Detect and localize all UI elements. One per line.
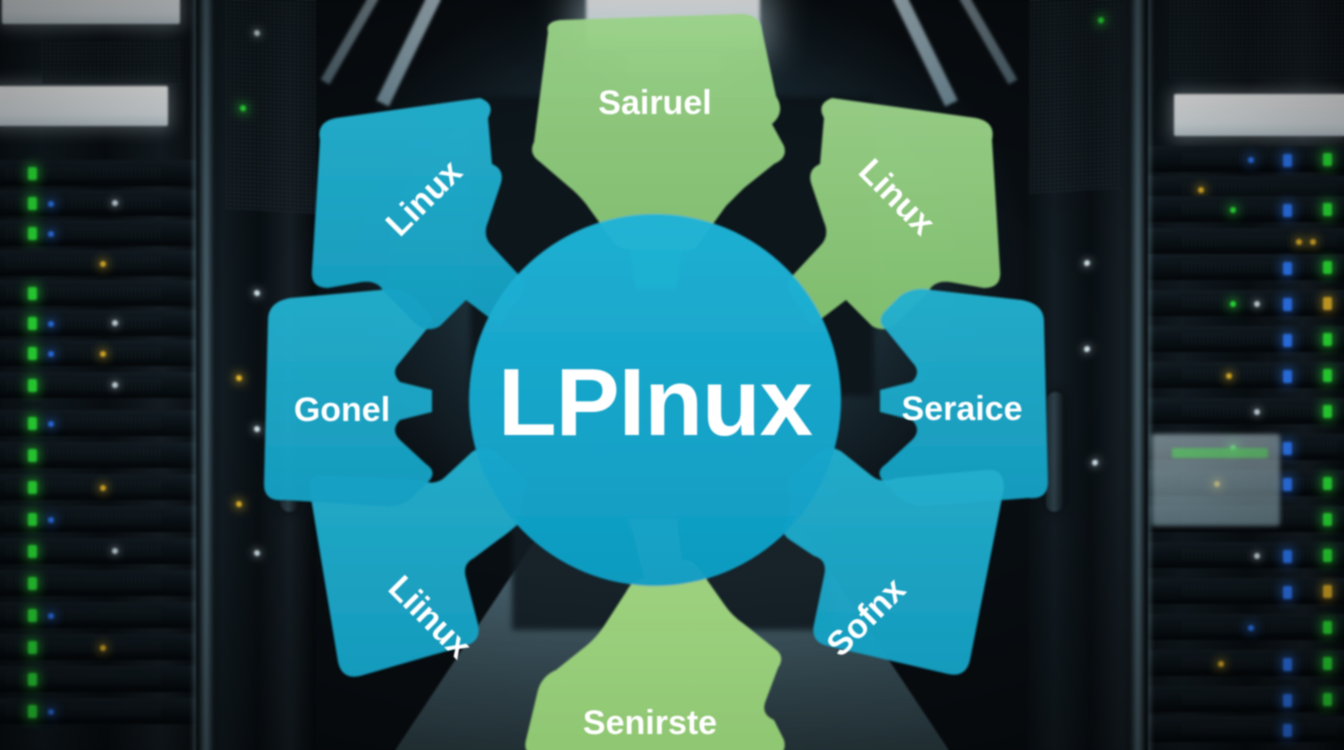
petal-top-label: Sairuel — [598, 84, 711, 122]
petal-bottom-label: Senirste — [583, 704, 717, 742]
hub-circle[interactable] — [469, 214, 841, 586]
hub-label: LPInux — [498, 349, 813, 456]
petal-top[interactable] — [532, 14, 785, 290]
petal-top-left[interactable] — [311, 98, 524, 330]
petal-right[interactable] — [879, 288, 1048, 507]
petal-bottom-right[interactable] — [783, 448, 1004, 675]
petal-bottom[interactable] — [525, 520, 785, 750]
petal-right-label: Seraice — [902, 390, 1023, 428]
petal-bottom-left[interactable] — [309, 448, 527, 677]
petal-left-label: Gonel — [294, 391, 390, 429]
petal-left[interactable] — [264, 288, 433, 507]
petal-top-right[interactable] — [788, 98, 1001, 330]
